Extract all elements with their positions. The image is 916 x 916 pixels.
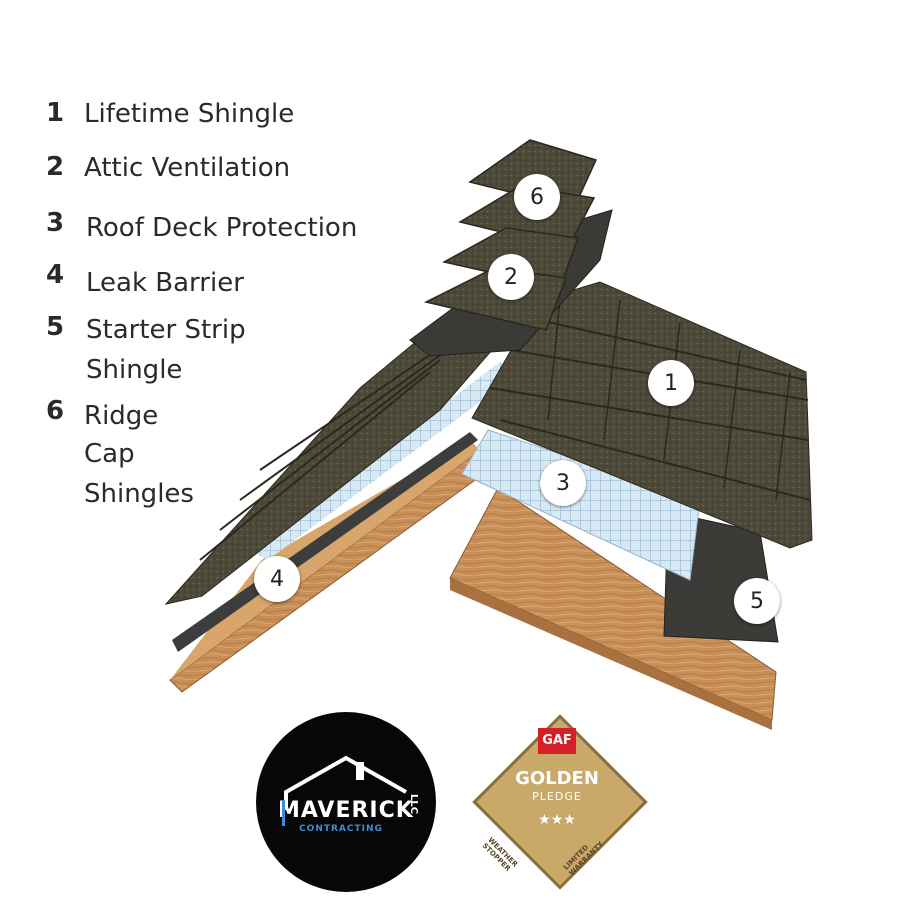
legend-label-6-line2: Cap bbox=[84, 439, 135, 469]
house-outline-icon bbox=[284, 755, 407, 810]
gaf-brand-badge: GAF bbox=[538, 728, 576, 754]
blue-accent-bar bbox=[282, 800, 285, 826]
legend-label-2: Attic Ventilation bbox=[84, 153, 291, 183]
legend-number-5: 5 bbox=[46, 312, 65, 342]
legend-label-5-line2: Shingle bbox=[86, 355, 183, 385]
callout-5: 5 bbox=[734, 578, 780, 624]
legend-label-5-line1: Starter Strip bbox=[86, 315, 246, 345]
left-roof-deck-face bbox=[170, 440, 480, 680]
callout-1: 1 bbox=[648, 360, 694, 406]
legend-number-1: 1 bbox=[46, 98, 65, 128]
maverick-tagline: CONTRACTING bbox=[299, 824, 383, 834]
callout-3: 3 bbox=[540, 460, 586, 506]
legend-number-4: 4 bbox=[46, 260, 65, 290]
legend-label-6-line1: Ridge bbox=[84, 401, 159, 431]
legend-label-4: Leak Barrier bbox=[86, 268, 244, 298]
callout-2: 2 bbox=[488, 254, 534, 300]
gaf-subtitle: PLEDGE bbox=[532, 790, 582, 803]
legend-number-2: 2 bbox=[46, 152, 65, 182]
right-roof-deck-edge bbox=[450, 578, 772, 730]
legend-label-3: Roof Deck Protection bbox=[86, 213, 358, 243]
left-shingle-rows bbox=[199, 337, 456, 561]
gaf-stars: ★★★ bbox=[538, 812, 576, 828]
legend-label-6-line3: Shingles bbox=[84, 479, 194, 509]
maverick-logo: MAVERICK LLC CONTRACTING bbox=[256, 712, 436, 892]
left-underlayment bbox=[250, 362, 520, 560]
legend-label-1: Lifetime Shingle bbox=[84, 99, 295, 129]
legend-number-3: 3 bbox=[46, 208, 65, 238]
maverick-llc: LLC bbox=[408, 794, 419, 815]
maverick-name: MAVERICK bbox=[278, 798, 414, 823]
legend-number-6: 6 bbox=[46, 396, 65, 426]
gaf-golden-pledge-logo: GAF GOLDEN PLEDGE ★★★ WEATHER STOPPER LI… bbox=[472, 714, 648, 890]
callout-6: 6 bbox=[514, 174, 560, 220]
callout-4: 4 bbox=[254, 556, 300, 602]
gaf-title: GOLDEN bbox=[515, 768, 599, 789]
left-leak-barrier bbox=[172, 432, 478, 652]
